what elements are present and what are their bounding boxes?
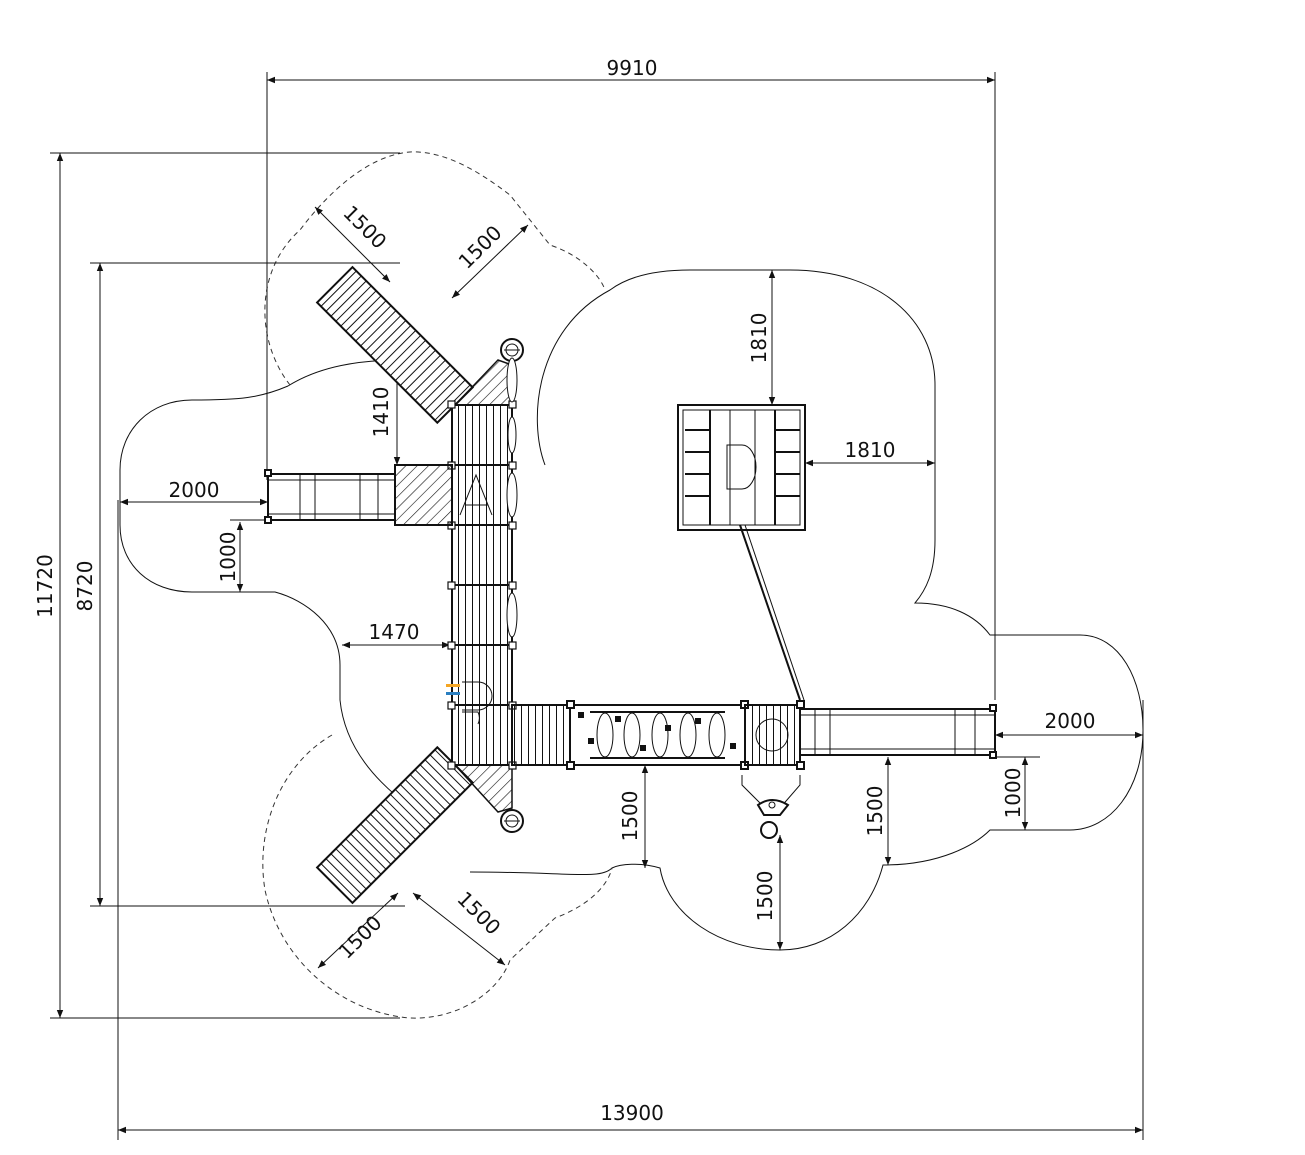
dim-deck-right-1500: 1500 — [863, 786, 887, 837]
dimension-lines — [56, 76, 1143, 1134]
extension-lines — [50, 72, 1144, 1140]
lower-ramp — [315, 745, 475, 905]
deck-bottom — [511, 704, 571, 766]
dim-left-slide-1000: 1000 — [216, 532, 240, 583]
spring-seat — [741, 775, 801, 839]
upper-ramp — [315, 265, 475, 425]
safety-zone-outline — [119, 269, 1144, 951]
steering-wheel-icon — [500, 809, 524, 833]
dimension-labels: 9910 13900 11720 8720 1500 1500 1410 200… — [33, 56, 1095, 1125]
dim-1470: 1470 — [369, 620, 420, 644]
dim-1410: 1410 — [369, 387, 393, 438]
dim-left-slide-2000: 2000 — [169, 478, 220, 502]
dim-right-slide-2000: 2000 — [1045, 709, 1096, 733]
dim-8720: 8720 — [73, 561, 97, 612]
slide-left — [264, 469, 396, 524]
dim-11720: 11720 — [33, 554, 57, 618]
dim-13900: 13900 — [600, 1101, 664, 1125]
dim-upper-ramp-left: 1500 — [338, 201, 391, 254]
slide-right — [799, 704, 997, 759]
dim-square-right-1810: 1810 — [845, 438, 896, 462]
dim-bridge-1500: 1500 — [618, 791, 642, 842]
climbing-frame — [677, 404, 806, 701]
marker-blue — [446, 692, 460, 695]
dim-lower-ramp-left: 1500 — [334, 911, 387, 964]
dim-upper-ramp-right: 1500 — [454, 221, 507, 274]
deck-right — [744, 700, 805, 770]
dim-right-slide-1000: 1000 — [1001, 768, 1025, 819]
dim-square-top-1810: 1810 — [747, 313, 771, 364]
dim-spinner-1500: 1500 — [753, 871, 777, 922]
dim-9910: 9910 — [607, 56, 658, 80]
rope-bridge — [566, 700, 749, 770]
tower-column — [447, 357, 518, 770]
marker-orange — [446, 684, 460, 687]
dim-lower-ramp-right: 1500 — [452, 887, 505, 940]
slide-platform-left — [394, 464, 453, 526]
